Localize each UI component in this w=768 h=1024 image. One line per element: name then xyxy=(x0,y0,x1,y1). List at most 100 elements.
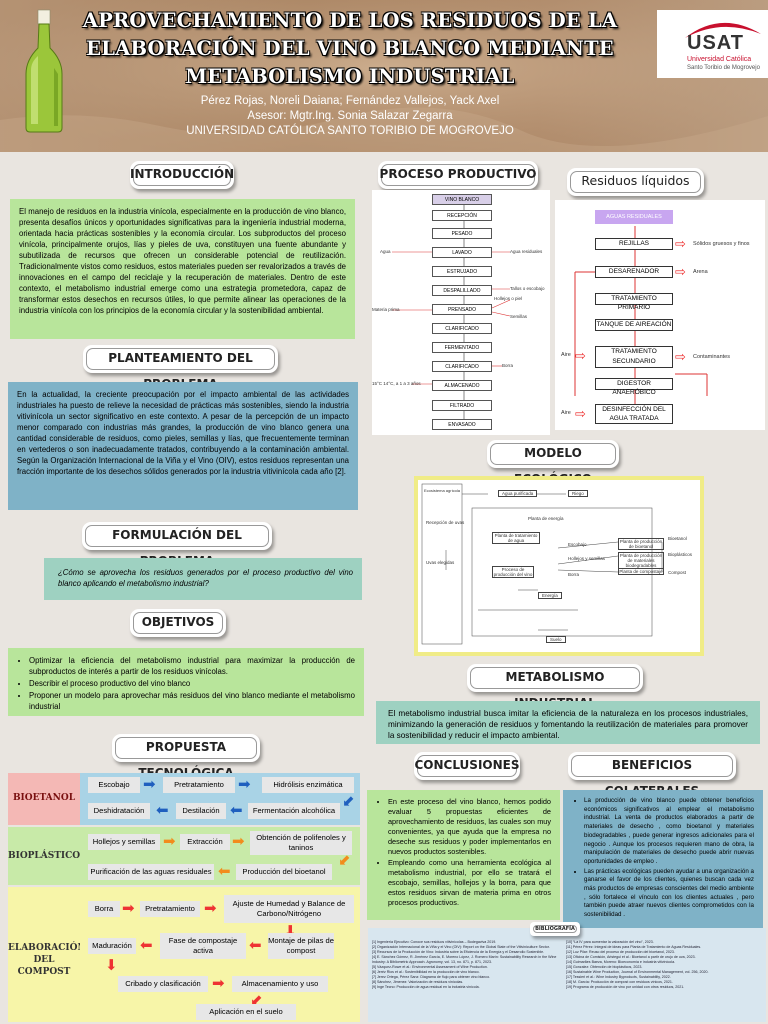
parchment-texture xyxy=(0,0,768,152)
bioetanol-label-box: BIOETANOL xyxy=(8,773,80,825)
ref-item: [2] Organización Internacional de la Viñ… xyxy=(372,945,550,949)
residuos-step: DIGESTOR ANAERÓBICO xyxy=(595,378,673,396)
arrow-right-icon: ⇨ xyxy=(675,350,686,365)
wine-bottle-icon xyxy=(25,9,63,133)
proceso-step: PRENSADO xyxy=(432,304,492,315)
residuos-output: Sólidos gruesos y finos xyxy=(693,241,750,247)
residuos-connectors xyxy=(574,226,708,412)
planteamiento-heading: PLANTEAMIENTO DEL PROBLEMA xyxy=(83,345,278,391)
proceso-output: Tallos o escobajo xyxy=(510,286,545,291)
conclusiones-heading: CONCLUSIONES xyxy=(414,752,520,780)
bioplastico-step: Obtención de polifenoles y taninos xyxy=(250,831,352,855)
arrow-right-icon: ➡ xyxy=(122,899,135,917)
objetivos-box: Optimizar la eficiencia del metabolismo … xyxy=(8,648,364,716)
compost-label-box: ELABORACIÓN DEL COMPOST xyxy=(8,887,86,1022)
arrow-right-icon: ➡ xyxy=(212,974,225,992)
arrow-right-icon: ➡ xyxy=(232,832,245,850)
arrow-left-icon: ⬅ xyxy=(218,862,231,880)
propuesta-heading: PROPUESTA TECNOLÓGICA xyxy=(112,734,260,780)
proceso-step: ENVASADO xyxy=(432,419,492,430)
arrow-right-icon: ➡ xyxy=(204,899,217,917)
beneficio-item: Las prácticas ecológicas pueden ayudar a… xyxy=(584,868,754,920)
bibliografia-heading: BIBLIOGRAFÍA xyxy=(530,922,580,936)
bioetanol-step: Destilación xyxy=(176,803,226,819)
arrow-right-icon: ⇨ xyxy=(575,349,586,364)
compost-step: Maduración xyxy=(88,938,136,954)
arrow-right-icon: ➡ xyxy=(238,775,251,793)
ref-item: [13] Oficina de Comisión, Aristegui et a… xyxy=(566,955,696,959)
residuos-input: Aire xyxy=(561,352,571,358)
bibliografia-col-1: [1] Ingeniería Ejecutivo: Conoce sus res… xyxy=(372,940,560,990)
modelo-node: Uvas elegidas xyxy=(426,560,455,565)
ref-item: [5] Vázquez-Rowe et al.: Environmental A… xyxy=(372,965,488,969)
residuos-heading: Residuos líquidos xyxy=(567,168,704,196)
proceso-output: Borra xyxy=(502,363,514,368)
compost-step: Cribado y clasificación xyxy=(118,976,208,992)
residuos-step: DESARENADOR xyxy=(595,266,673,278)
planteamiento-text: En la actualidad, la creciente preocupac… xyxy=(8,382,358,510)
intro-text: El manejo de residuos en la industria vi… xyxy=(10,199,355,339)
residuos-step: TANQUE DE AIREACIÓN xyxy=(595,319,673,331)
metabolismo-heading: METABOLISMO INDUSTRIAL xyxy=(467,664,643,710)
modelo-node: Planta de energía xyxy=(528,516,564,521)
compost-step: Borra xyxy=(88,901,120,917)
poster-title-line-2: ELABORACIÓN DEL VINO BLANCO MEDIANTE xyxy=(86,37,614,60)
modelo-edge: Hollejos y semillas xyxy=(568,556,606,561)
ref-item: [4] E. Sánchez Gómez, R. Jiménez García,… xyxy=(372,955,557,964)
arrow-left-icon: ⬅ xyxy=(156,801,169,819)
compost-step: Ajuste de Humedad y Balance de Carbono/N… xyxy=(224,895,354,923)
ref-item: [19] Programa de producción de vino por … xyxy=(566,985,685,989)
residuos-step: REJILLAS xyxy=(595,238,673,250)
arrow-right-icon: ➡ xyxy=(163,832,176,850)
metabolismo-text: El metabolismo industrial busca imitar l… xyxy=(376,701,760,744)
poster-header: APROVECHAMIENTO DE LOS RESIDUOS DE LA EL… xyxy=(0,0,768,152)
ref-item: [1] Ingeniería Ejecutivo: Conoce sus res… xyxy=(372,940,497,944)
proceso-input: 15°C 14°C, a 1 a 3 años xyxy=(372,381,421,386)
proceso-output: Hollejos o piel xyxy=(494,296,523,301)
ref-item: [12] Luz Pilar: Reuso del proceso de pro… xyxy=(566,950,675,954)
poster-title-line-1: APROVECHAMIENTO DE LOS RESIDUOS DE LA xyxy=(82,9,618,32)
modelo-node: Riego xyxy=(568,490,588,497)
ref-item: [11] Pérez Pérez: Integral de ideas para… xyxy=(566,945,702,949)
beneficio-item: La producción de vino blanco puede obten… xyxy=(584,797,754,867)
ref-item: [6] Jeréz Rios et al.: Sostenibilidad en… xyxy=(372,970,480,974)
bioetanol-step: Deshidratación xyxy=(88,803,150,819)
proceso-step: LAVADO xyxy=(432,247,492,258)
modelo-node: Energía xyxy=(538,592,562,599)
logo-swoosh-icon xyxy=(685,22,761,38)
usat-logo: USAT Universidad Católica Santo Toribio … xyxy=(657,10,768,78)
bioetanol-step: Fermentación alcohólica xyxy=(248,803,340,819)
modelo-node: Ecosistema agrícola xyxy=(424,488,461,493)
conclusion-item: Empleando como una herramienta ecológica… xyxy=(388,858,551,908)
proceso-step: DESPALILLADO xyxy=(432,285,492,296)
compost-step: Aplicación en el suelo xyxy=(196,1004,296,1020)
modelo-heading: MODELO ECOLÓGICO xyxy=(487,440,619,486)
residuos-step: DESINFECCIÓN DEL AGUA TRATADA xyxy=(595,404,673,424)
arrow-right-icon: ⇨ xyxy=(675,237,686,252)
arrow-right-icon: ➡ xyxy=(143,775,156,793)
bioetanol-label: BIOETANOL xyxy=(12,793,76,803)
proceso-heading: PROCESO PRODUCTIVO xyxy=(378,161,538,189)
compost-step: Fase de compostaje activa xyxy=(160,933,246,959)
modelo-node: Bioplásticos xyxy=(668,552,693,557)
modelo-node: Planta de compostaje xyxy=(618,568,664,575)
poster-title-line-3: METABOLISMO INDUSTRIAL xyxy=(185,65,515,88)
bibliografia-col-2: [10] “La IV para aumentar la valoración … xyxy=(566,940,762,990)
arrow-left-icon: ⬅ xyxy=(230,801,243,819)
modelo-edge: Escobajo xyxy=(568,542,587,547)
ref-item: [7] Jerez Ortega, Pérez Sanz: Diagrama d… xyxy=(372,975,491,979)
ref-item: [9] Inge Tecno: Producción de agua resid… xyxy=(372,985,480,989)
beneficios-box: La producción de vino blanco puede obten… xyxy=(563,790,763,930)
arrow-right-icon: ⇨ xyxy=(575,407,586,422)
residuos-output: Contaminantes xyxy=(693,354,730,360)
bibliografia-box xyxy=(368,928,766,1022)
proceso-input: Materia prima xyxy=(372,307,400,312)
bioetanol-step: Escobajo xyxy=(88,777,140,793)
proceso-diagram: VINO BLANCO RECEPCIÓN PESADO LAVADO ESTR… xyxy=(372,190,550,435)
proceso-step: RECEPCIÓN xyxy=(432,210,492,221)
objetivo-item: Describir el proceso productivo del vino… xyxy=(29,678,355,689)
proceso-input: Agua xyxy=(380,249,391,254)
formulacion-text: ¿Cómo se aprovecha los residuos generado… xyxy=(44,558,362,600)
arrow-down-left-icon: ⬋ xyxy=(338,851,351,869)
arrow-left-icon: ⬅ xyxy=(249,936,262,954)
